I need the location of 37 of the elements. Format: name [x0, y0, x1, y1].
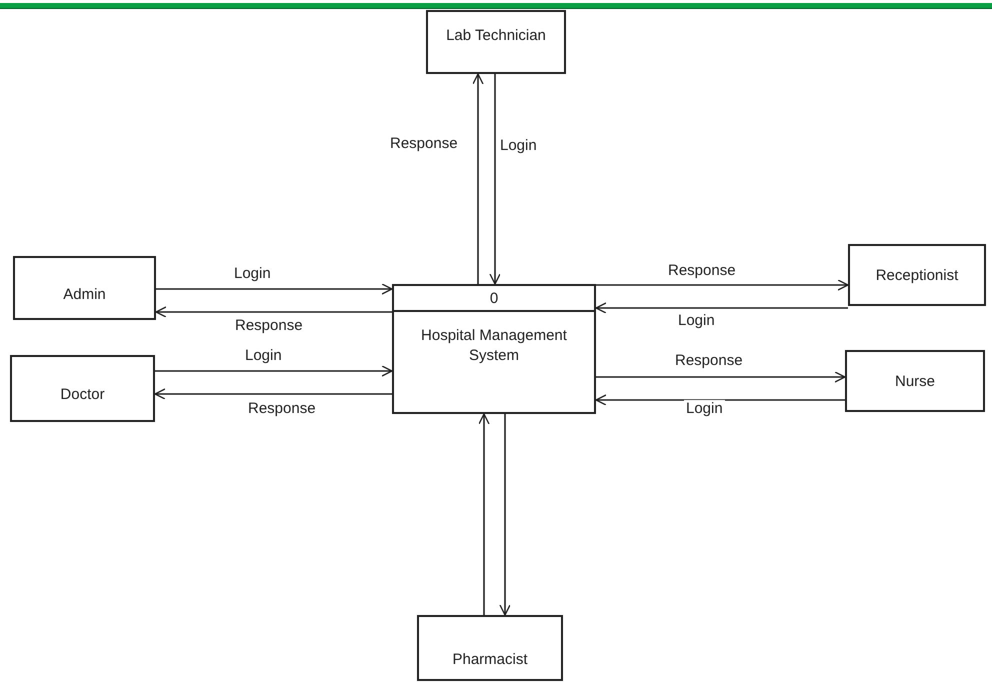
edge-label: Response: [666, 262, 738, 279]
edge-label: Login: [498, 137, 539, 154]
entity-name: Admin: [63, 284, 106, 302]
edge-label: Response: [246, 400, 318, 417]
arrow: [596, 371, 846, 383]
entity-name: Receptionist: [876, 266, 958, 284]
arrow: [596, 279, 849, 291]
entity-name: Lab Technician: [446, 26, 546, 46]
edge-label: Response: [388, 135, 460, 152]
edge-label: Login: [684, 400, 725, 417]
entity-name: Doctor: [60, 385, 105, 403]
arrow: [472, 73, 484, 284]
edge-label: Response: [673, 352, 745, 369]
entity-box: [845, 350, 985, 412]
entity-box: [10, 355, 155, 422]
entity-box: [13, 256, 156, 320]
arrow: [155, 306, 392, 318]
process-box: [392, 284, 596, 414]
arrow: [156, 283, 393, 295]
entity-box: [426, 10, 566, 74]
arrow: [478, 413, 490, 615]
process-name: Hospital Management System: [420, 326, 568, 365]
arrow: [155, 365, 393, 377]
entity-name: Nurse: [894, 372, 935, 390]
process-number: 0: [394, 286, 594, 312]
arrow: [154, 388, 392, 400]
edge-label: Response: [233, 317, 305, 334]
edge-label: Login: [232, 265, 273, 282]
entity-box: [848, 244, 986, 306]
entity-box: [417, 615, 563, 681]
edge-label: Login: [243, 347, 284, 364]
entity-name: Pharmacist: [452, 650, 528, 668]
arrow: [595, 302, 848, 314]
arrow: [489, 74, 501, 285]
arrow: [595, 394, 845, 406]
arrow: [499, 414, 511, 616]
edge-label: Login: [676, 312, 717, 329]
